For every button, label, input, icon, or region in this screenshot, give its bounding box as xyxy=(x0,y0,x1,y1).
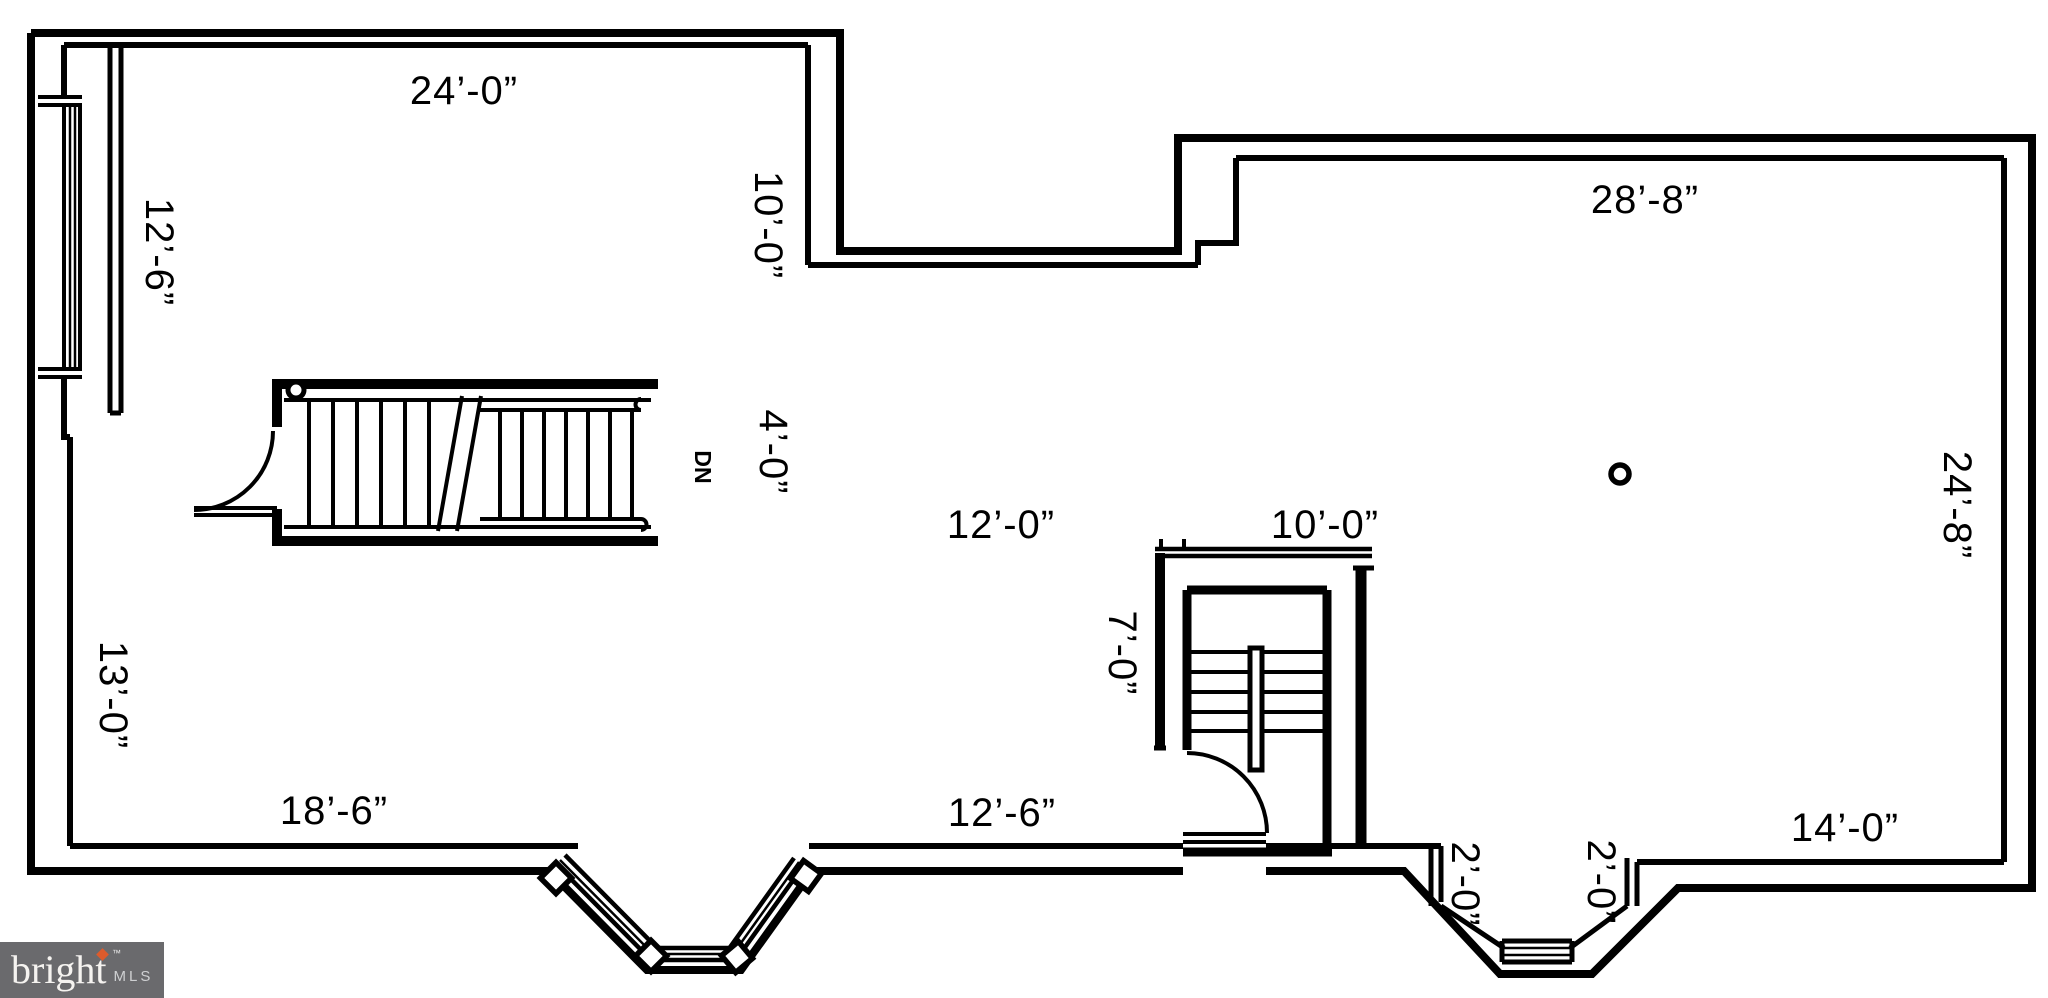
dim-bay-right-side-depth: 2’-0” xyxy=(1579,839,1623,924)
dim-bay-left-side-depth: 2’-0” xyxy=(1443,841,1487,926)
dim-middle-opening-width: 12’-0” xyxy=(947,503,1055,547)
stair-enclosure-walls xyxy=(272,379,658,546)
interior-partition-wall xyxy=(107,47,124,416)
logo-trademark-text: ™ xyxy=(112,948,121,958)
partition-outline xyxy=(107,47,124,416)
stair-treads xyxy=(284,395,651,532)
newel-post-circle xyxy=(285,379,307,401)
bay-right-side-wall-right xyxy=(1624,858,1640,906)
window-glazing-outer xyxy=(62,105,82,369)
dim-stair-room-width: 10’-0” xyxy=(1271,503,1379,547)
glass-line xyxy=(1502,938,1572,965)
small-stair-room xyxy=(1154,539,1374,857)
dim-stair-room-height: 7’-0” xyxy=(1100,610,1144,695)
glass-line xyxy=(559,859,659,960)
stair-door xyxy=(193,430,277,517)
glass-line xyxy=(721,856,796,959)
bay-right-inner-diag-left xyxy=(1439,903,1506,951)
bay-post xyxy=(717,937,757,977)
basement-door xyxy=(1183,751,1269,844)
bay-window-left xyxy=(536,853,826,977)
dimension-labels: 24’-0” 12’-6” 10’-0” 28’-8” 4’-0” 12’-0”… xyxy=(91,69,1979,927)
dim-left-lower-height: 13’-0” xyxy=(91,641,135,749)
handrail-top xyxy=(480,397,642,412)
glass-caps xyxy=(1499,941,1575,962)
basement-door-sill xyxy=(1183,832,1266,844)
glass-line xyxy=(1502,946,1572,957)
dim-bottom-left-width: 18’-6” xyxy=(280,789,388,833)
exterior-outer-wall-right xyxy=(31,29,2036,978)
dim-room-a-right-height: 10’-0” xyxy=(746,171,790,279)
bay-right-side-wall-left xyxy=(1428,846,1444,906)
treads-left xyxy=(307,400,431,527)
inner-left-mid xyxy=(61,377,70,440)
dim-room-b-right-height: 24’-8” xyxy=(1935,451,1979,559)
bay-left-corner-posts xyxy=(536,856,826,977)
interior-wall-faces xyxy=(61,42,2007,865)
dim-left-window-height: 12’-6” xyxy=(137,198,181,306)
dim-room-a-top-width: 24’-0” xyxy=(410,69,518,113)
main-staircase: DN xyxy=(193,379,716,546)
handrail-bottom xyxy=(480,517,649,532)
small-stair-enclosure xyxy=(1182,585,1332,857)
dim-stair-end-clearance: 4’-0” xyxy=(751,409,795,494)
dim-bottom-middle-width: 12’-6” xyxy=(948,791,1056,835)
ceiling-light-icon xyxy=(1608,462,1632,486)
brightmls-logo: bright ™ MLS xyxy=(0,942,164,998)
bay-post xyxy=(536,858,576,898)
bay-right-glazing-bottom xyxy=(1499,938,1575,965)
small-stair-center-rail xyxy=(1247,645,1265,773)
window-glazing-inner xyxy=(68,105,77,369)
stair-room-top-wall xyxy=(1155,546,1372,559)
dim-room-b-top-width: 28’-8” xyxy=(1591,178,1699,222)
window-sill-top xyxy=(38,95,82,107)
bay-post xyxy=(631,936,671,976)
left-wall-window xyxy=(38,95,82,379)
window-sill-bottom xyxy=(38,367,82,379)
glass-line xyxy=(563,853,665,956)
stair-down-label: DN xyxy=(690,450,716,483)
logo-suffix-text: MLS xyxy=(113,968,154,985)
basement-door-arc xyxy=(1186,751,1269,834)
dim-bottom-right-width: 14’-0” xyxy=(1791,806,1899,850)
inner-elbow-room-b xyxy=(1195,158,1239,265)
bay-window-right xyxy=(1428,846,1640,965)
logo-brand-text: bright xyxy=(11,947,107,992)
break-line xyxy=(436,395,483,532)
door-swing-arc xyxy=(193,430,275,512)
bay-right-inner-diag-right xyxy=(1568,903,1629,951)
stair-room-top-ticks xyxy=(1159,539,1186,549)
bay-post xyxy=(786,856,826,896)
treads-right xyxy=(498,410,634,519)
